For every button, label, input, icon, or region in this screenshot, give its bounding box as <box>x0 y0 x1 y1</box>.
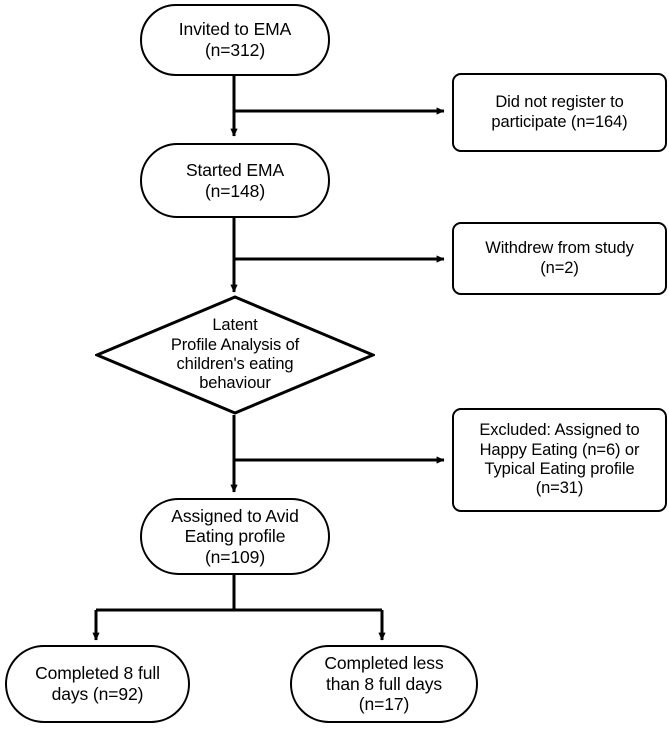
node-completed-less-than-8-full-days[interactable]: Completed less than 8 full days (n=17) <box>290 645 478 723</box>
node-excluded[interactable]: Excluded: Assigned to Happy Eating (n=6)… <box>452 408 667 512</box>
node-withdrew-from-study-label: Withdrew from study (n=2) <box>485 239 634 277</box>
node-started-ema-label: Started EMA (n=148) <box>185 159 285 201</box>
diamond-outline-icon <box>95 295 375 415</box>
node-invited-to-ema-label: Invited to EMA (n=312) <box>178 19 292 60</box>
node-assigned-avid-eating-label: Assigned to Avid Eating profile (n=109) <box>171 505 299 567</box>
node-withdrew-from-study[interactable]: Withdrew from study (n=2) <box>452 222 667 295</box>
node-completed-less-than-8-full-days-label: Completed less than 8 full days (n=17) <box>324 653 444 715</box>
node-did-not-register-label: Did not register to participate (n=164) <box>491 93 628 131</box>
node-assigned-avid-eating[interactable]: Assigned to Avid Eating profile (n=109) <box>140 498 330 575</box>
node-did-not-register[interactable]: Did not register to participate (n=164) <box>452 73 667 152</box>
node-completed-8-full-days[interactable]: Completed 8 full days (n=92) <box>5 645 190 723</box>
node-latent-profile-analysis[interactable]: Latent Profile Analysis of children's ea… <box>95 295 375 415</box>
node-latent-profile-analysis-label: Latent Profile Analysis of children's ea… <box>170 316 300 393</box>
node-started-ema[interactable]: Started EMA (n=148) <box>140 143 330 218</box>
node-excluded-label: Excluded: Assigned to Happy Eating (n=6)… <box>479 421 640 498</box>
node-invited-to-ema[interactable]: Invited to EMA (n=312) <box>140 4 330 76</box>
node-completed-8-full-days-label: Completed 8 full days (n=92) <box>35 663 160 704</box>
